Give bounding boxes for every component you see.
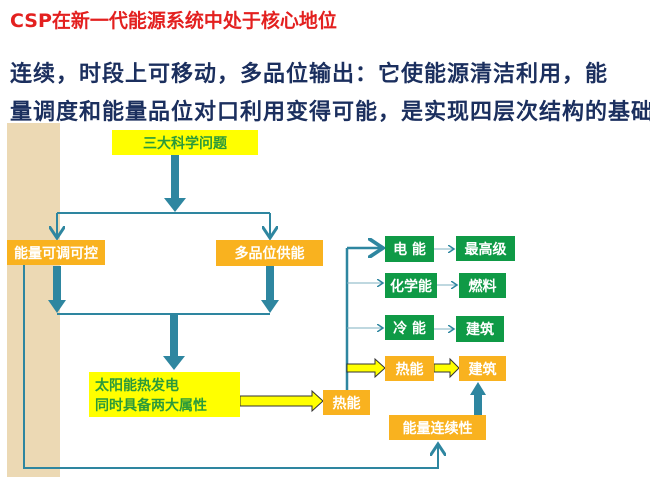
box-chemical-energy: 化学能 (385, 273, 437, 298)
box-heat: 热能 (323, 390, 370, 415)
box-multi-grade-supply: 多品位供能 (216, 240, 323, 266)
box-electric-energy: 电 能 (385, 236, 434, 262)
box-building-cold: 建筑 (456, 316, 504, 342)
slide-title: CSP在新一代能源系统中处于核心地位 (10, 10, 337, 32)
box-energy-controllable: 能量可调可控 (7, 240, 105, 265)
solar-line-2: 同时具备两大属性 (95, 397, 207, 414)
box-heat-energy: 热能 (385, 356, 434, 381)
body-text-line-1: 连续，时段上可移动，多品位输出：它使能源清洁利用，能 (10, 62, 609, 87)
box-fuel: 燃料 (459, 273, 506, 298)
box-energy-continuity: 能量连续性 (389, 415, 486, 440)
box-cold-energy: 冷 能 (385, 315, 434, 340)
arrow-down-top (171, 155, 179, 198)
box-highest-grade: 最高级 (456, 236, 515, 261)
solar-line-1: 太阳能热发电 (95, 377, 179, 394)
box-building-heat: 建筑 (459, 356, 506, 381)
box-scientific-problems: 三大科学问题 (112, 130, 258, 155)
box-solar-thermal: 太阳能热发电 同时具备两大属性 (89, 372, 240, 417)
body-text-line-2: 量调度和能量品位对口利用变得可能，是实现四层次结构的基础。 (10, 100, 650, 125)
